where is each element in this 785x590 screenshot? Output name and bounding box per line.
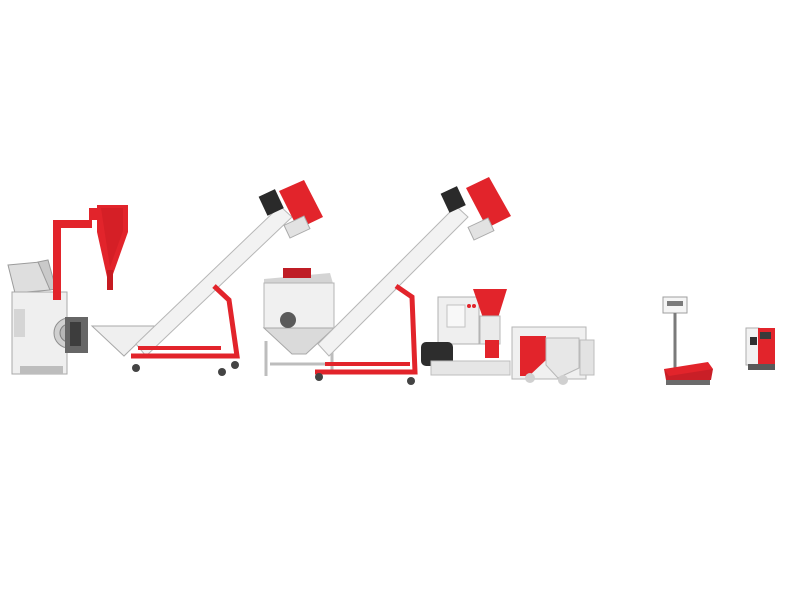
platform-scale <box>662 296 713 385</box>
screw-conveyor-1 <box>90 180 323 376</box>
screw-conveyor-2 <box>315 177 511 385</box>
pellet-mill <box>421 289 511 376</box>
bag-sealing-machine <box>745 327 775 370</box>
cooler-bagger <box>511 326 595 385</box>
mixer-hopper <box>262 268 336 376</box>
hammer-mill-crusher <box>7 259 88 375</box>
cyclone-separator <box>53 205 128 300</box>
